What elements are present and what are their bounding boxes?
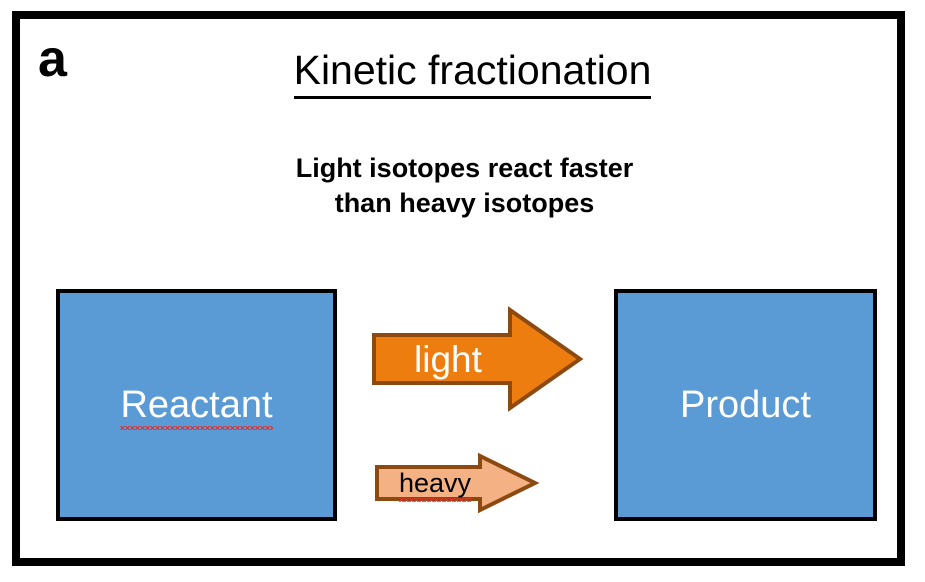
figure-panel: a Kinetic fractionation Light isotopes r…	[12, 11, 905, 566]
heavy-arrow: heavy	[375, 452, 540, 514]
figure-title: Kinetic fractionation	[20, 47, 897, 99]
light-arrow: light	[372, 306, 584, 412]
panel-letter: a	[38, 30, 67, 88]
product-box: Product	[614, 289, 877, 521]
heavy-arrow-shape	[375, 452, 540, 514]
figure-title-text: Kinetic fractionation	[293, 47, 652, 99]
light-arrow-shape	[372, 306, 584, 412]
reactant-box-label: Reactant	[120, 384, 273, 430]
figure-subtitle: Light isotopes react faster than heavy i…	[20, 151, 897, 220]
reactant-box: Reactant	[56, 289, 337, 521]
figure-subtitle-line-2: than heavy isotopes	[334, 187, 595, 218]
figure-subtitle-line-1: Light isotopes react faster	[295, 153, 634, 183]
product-box-label: Product	[680, 384, 811, 426]
